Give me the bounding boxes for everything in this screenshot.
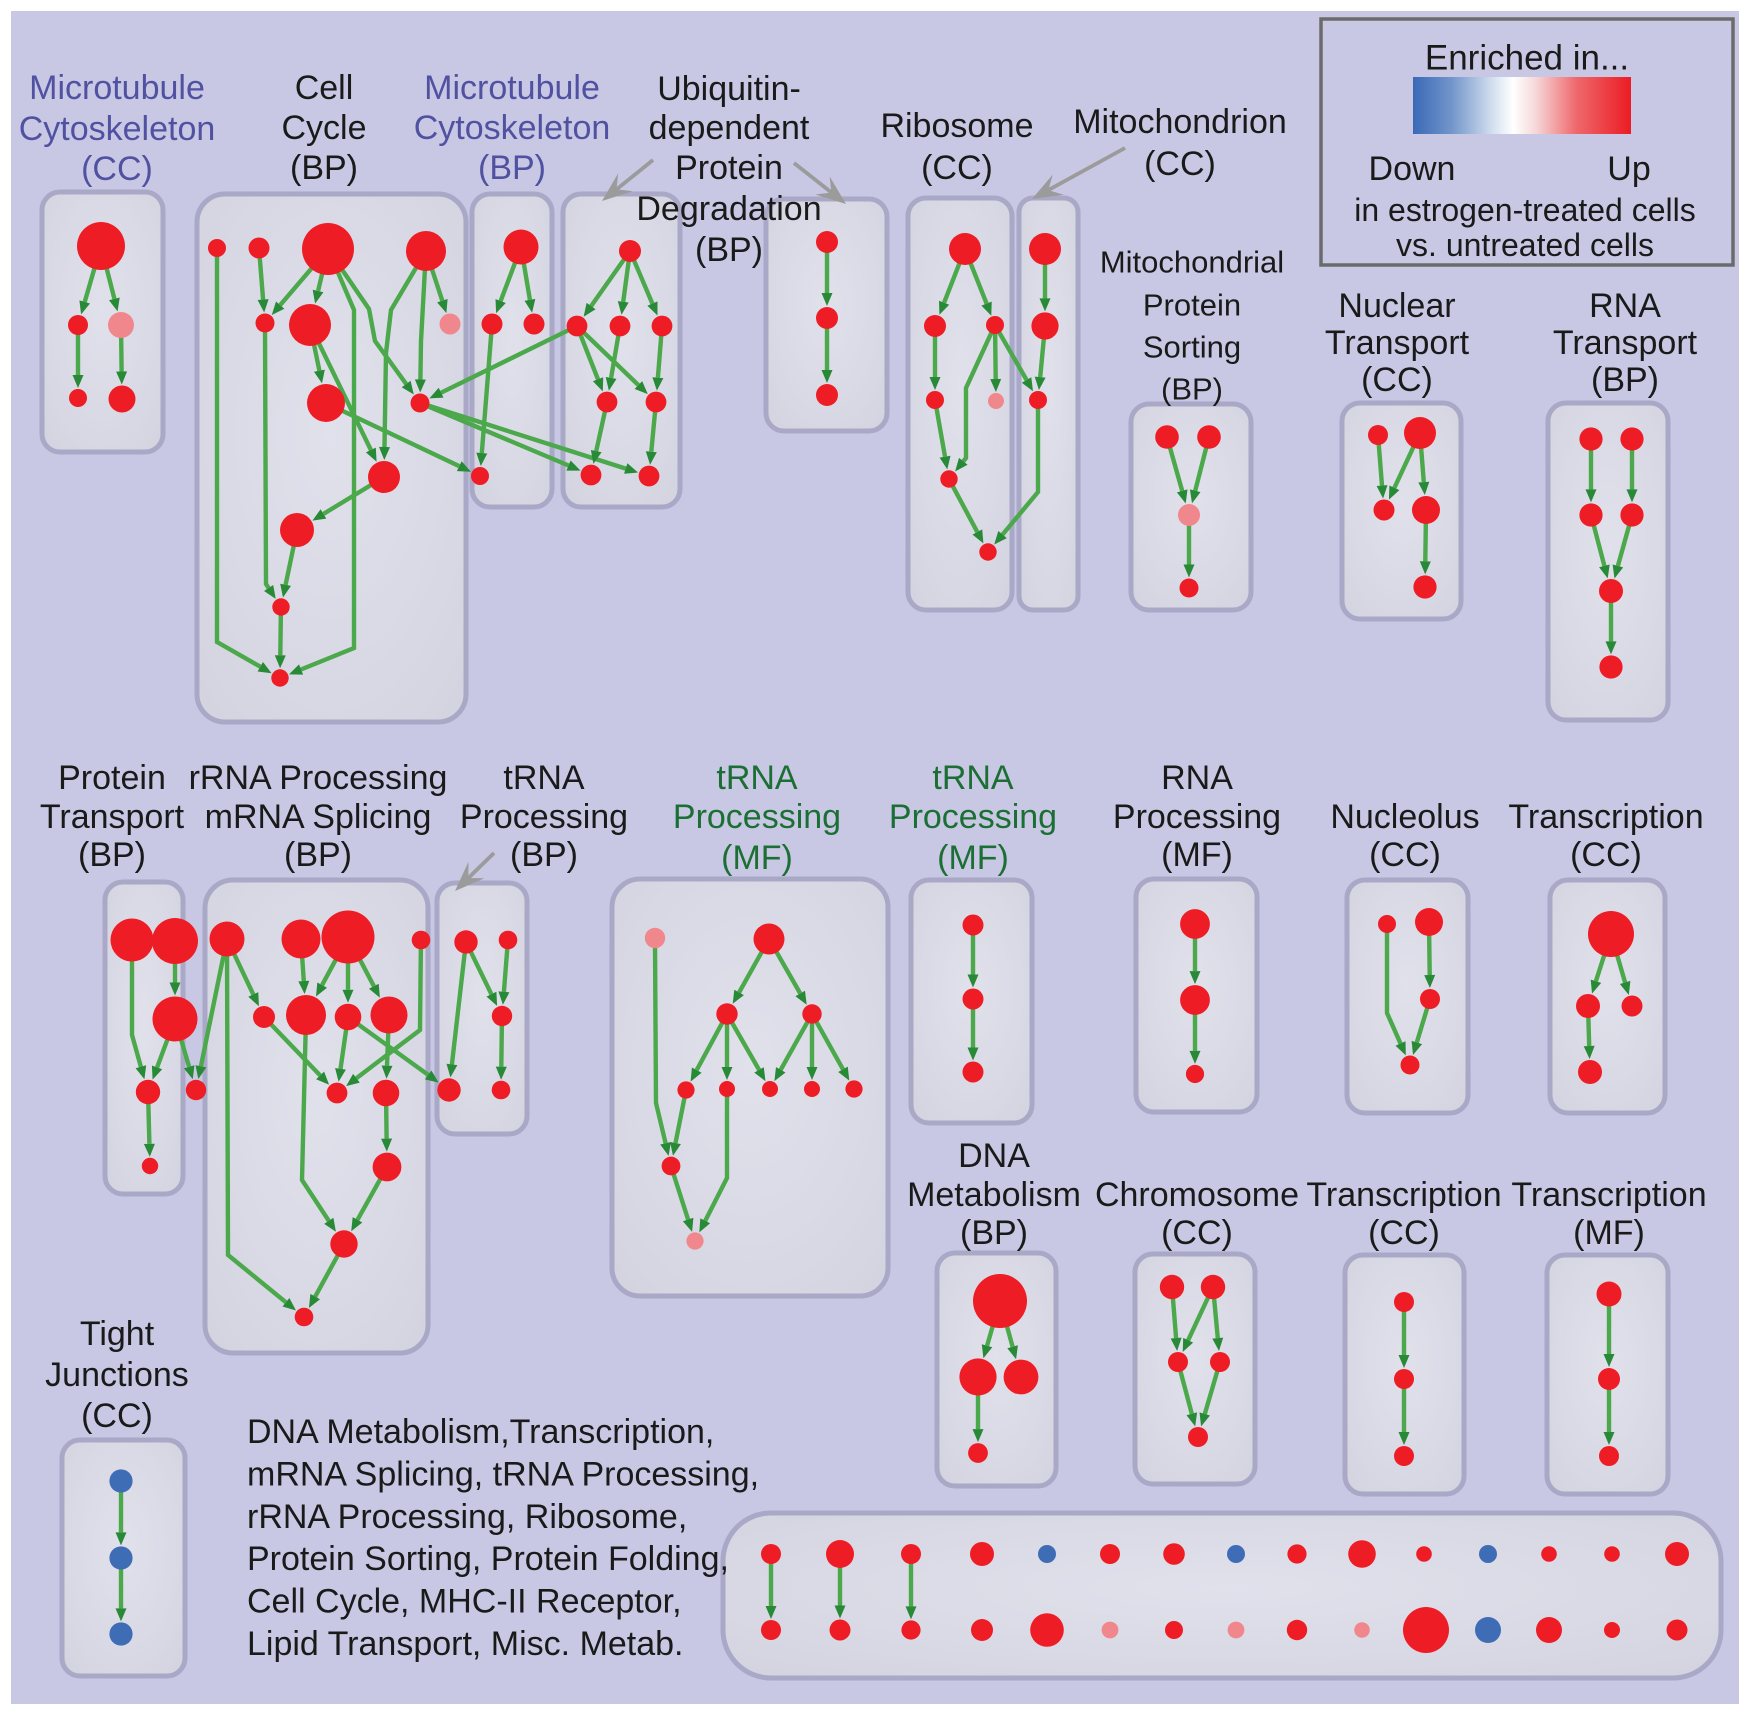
svg-text:tRNA: tRNA: [503, 759, 585, 797]
svg-text:Transcription: Transcription: [1306, 1176, 1501, 1214]
svg-text:(BP): (BP): [478, 149, 546, 187]
svg-text:Up: Up: [1607, 150, 1650, 188]
svg-text:(CC): (CC): [81, 150, 153, 188]
svg-text:mRNA Splicing, tRNA Processin: mRNA Splicing, tRNA Processing,: [247, 1455, 759, 1493]
svg-text:Cell Cycle, MHC-II Receptor,: Cell Cycle, MHC-II Receptor,: [247, 1583, 682, 1621]
svg-text:Transcription: Transcription: [1508, 798, 1703, 836]
svg-text:tRNA: tRNA: [716, 759, 798, 797]
svg-text:Chromosome: Chromosome: [1095, 1176, 1299, 1214]
svg-text:Transport: Transport: [40, 798, 185, 836]
svg-text:Sorting: Sorting: [1143, 330, 1241, 365]
svg-text:Processing: Processing: [1113, 798, 1281, 836]
svg-text:Enriched in...: Enriched in...: [1425, 39, 1629, 78]
svg-text:(BP): (BP): [78, 836, 146, 874]
svg-text:RNA: RNA: [1161, 759, 1233, 797]
svg-text:vs. untreated cells: vs. untreated cells: [1396, 227, 1654, 263]
svg-text:Junctions: Junctions: [45, 1356, 189, 1394]
svg-text:(MF): (MF): [721, 839, 793, 877]
svg-text:Microtubule: Microtubule: [29, 69, 205, 107]
svg-text:(MF): (MF): [1161, 836, 1233, 874]
svg-text:mRNA Splicing: mRNA Splicing: [205, 798, 432, 836]
svg-text:Protein: Protein: [1143, 288, 1241, 323]
svg-text:Cell: Cell: [295, 69, 354, 107]
svg-text:Cycle: Cycle: [281, 109, 366, 147]
svg-text:(BP): (BP): [1591, 361, 1659, 399]
svg-text:Processing: Processing: [673, 798, 841, 836]
svg-text:(MF): (MF): [937, 839, 1009, 877]
svg-text:(CC): (CC): [1368, 1214, 1440, 1252]
svg-text:Transcription: Transcription: [1511, 1176, 1706, 1214]
svg-text:Nuclear: Nuclear: [1338, 287, 1455, 325]
svg-text:(CC): (CC): [1161, 1214, 1233, 1252]
svg-text:tRNA: tRNA: [932, 759, 1014, 797]
svg-text:Mitochondrial: Mitochondrial: [1100, 245, 1284, 280]
svg-text:Lipid Transport, Misc. Metab.: Lipid Transport, Misc. Metab.: [247, 1625, 684, 1663]
svg-text:DNA Metabolism,Transcription,: DNA Metabolism,Transcription,: [247, 1413, 714, 1451]
svg-text:(CC): (CC): [81, 1397, 153, 1435]
svg-text:Cytoskeleton: Cytoskeleton: [414, 109, 611, 147]
svg-text:Processing: Processing: [460, 798, 628, 836]
svg-text:Protein Sorting, Protein Foldi: Protein Sorting, Protein Folding,: [247, 1540, 729, 1578]
svg-text:Tight: Tight: [80, 1315, 155, 1353]
svg-text:Mitochondrion: Mitochondrion: [1073, 103, 1287, 141]
svg-text:rRNA Processing: rRNA Processing: [189, 759, 448, 797]
svg-text:DNA: DNA: [958, 1137, 1030, 1175]
svg-text:(BP): (BP): [510, 836, 578, 874]
svg-text:(MF): (MF): [1573, 1214, 1645, 1252]
svg-text:(CC): (CC): [1369, 836, 1441, 874]
svg-text:(BP): (BP): [284, 836, 352, 874]
svg-text:Degradation: Degradation: [636, 190, 821, 228]
svg-text:RNA: RNA: [1589, 287, 1661, 325]
svg-text:(CC): (CC): [1361, 361, 1433, 399]
svg-text:Cytoskeleton: Cytoskeleton: [19, 110, 216, 148]
svg-text:Ribosome: Ribosome: [880, 107, 1033, 145]
svg-text:(CC): (CC): [1144, 145, 1216, 183]
svg-text:rRNA Processing, Ribosome,: rRNA Processing, Ribosome,: [247, 1498, 687, 1536]
svg-text:Protein: Protein: [58, 759, 166, 797]
svg-text:(CC): (CC): [921, 149, 993, 187]
svg-text:Ubiquitin-: Ubiquitin-: [657, 70, 801, 108]
svg-text:dependent: dependent: [649, 109, 810, 147]
svg-text:(BP): (BP): [1161, 372, 1223, 407]
svg-text:Processing: Processing: [889, 798, 1057, 836]
svg-text:(BP): (BP): [960, 1214, 1028, 1252]
svg-text:(BP): (BP): [290, 149, 358, 187]
svg-text:in estrogen-treated cells: in estrogen-treated cells: [1354, 192, 1696, 228]
svg-text:Metabolism: Metabolism: [907, 1176, 1081, 1214]
svg-text:Nucleolus: Nucleolus: [1330, 798, 1479, 836]
svg-text:Protein: Protein: [675, 149, 783, 187]
svg-text:Microtubule: Microtubule: [424, 69, 600, 107]
svg-text:Down: Down: [1369, 150, 1456, 188]
svg-text:(BP): (BP): [695, 231, 763, 269]
svg-text:Transport: Transport: [1325, 324, 1470, 362]
svg-text:(CC): (CC): [1570, 836, 1642, 874]
svg-text:Transport: Transport: [1553, 324, 1698, 362]
